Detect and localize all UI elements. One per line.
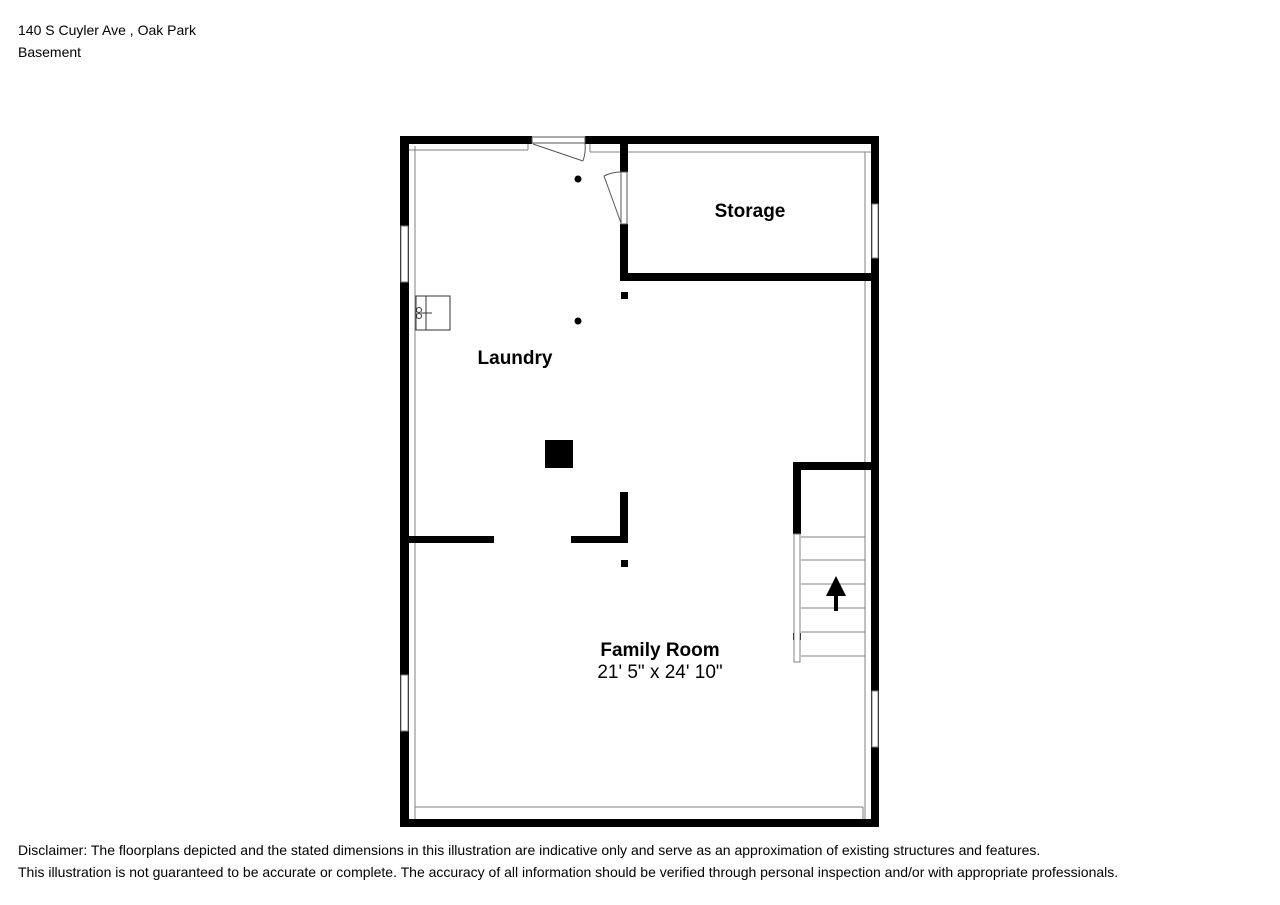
stairs bbox=[793, 533, 865, 663]
disclaimer-line-1: Disclaimer: The floorplans depicted and … bbox=[18, 842, 1041, 858]
room-label-storage: Storage bbox=[715, 201, 786, 222]
header: 140 S Cuyler Ave , Oak Park Basement bbox=[18, 19, 196, 63]
post-square-lower bbox=[621, 560, 628, 567]
stair-walls bbox=[793, 462, 879, 640]
property-address: 140 S Cuyler Ave , Oak Park bbox=[18, 22, 196, 38]
storage-walls bbox=[620, 140, 879, 281]
room-label-family-room: Family Room bbox=[600, 640, 719, 661]
windows bbox=[400, 203, 879, 748]
storage-door bbox=[603, 171, 628, 225]
stairs-up-arrow-icon bbox=[826, 576, 846, 611]
window-left-lower bbox=[400, 674, 409, 732]
disclaimer-line-2: This illustration is not guaranteed to b… bbox=[18, 864, 1119, 880]
outer-walls bbox=[400, 136, 879, 827]
support-pillar bbox=[545, 440, 573, 468]
interior-walls bbox=[404, 492, 628, 543]
window-right-lower bbox=[871, 690, 879, 748]
entry-door bbox=[531, 136, 586, 162]
window-right-upper bbox=[871, 203, 879, 259]
room-label-laundry: Laundry bbox=[478, 348, 553, 369]
window-left-upper bbox=[400, 225, 409, 283]
inner-wall-lines bbox=[408, 143, 872, 820]
post-dot-middle bbox=[574, 317, 582, 325]
disclaimer: Disclaimer: The floorplans depicted and … bbox=[18, 839, 1118, 883]
support-posts bbox=[545, 175, 628, 567]
sink-icon bbox=[415, 295, 451, 331]
post-square-upper bbox=[621, 292, 628, 299]
room-dimensions-family-room: 21' 5" x 24' 10" bbox=[597, 662, 722, 683]
post-dot-upper bbox=[574, 175, 582, 183]
floor-name: Basement bbox=[18, 44, 82, 60]
